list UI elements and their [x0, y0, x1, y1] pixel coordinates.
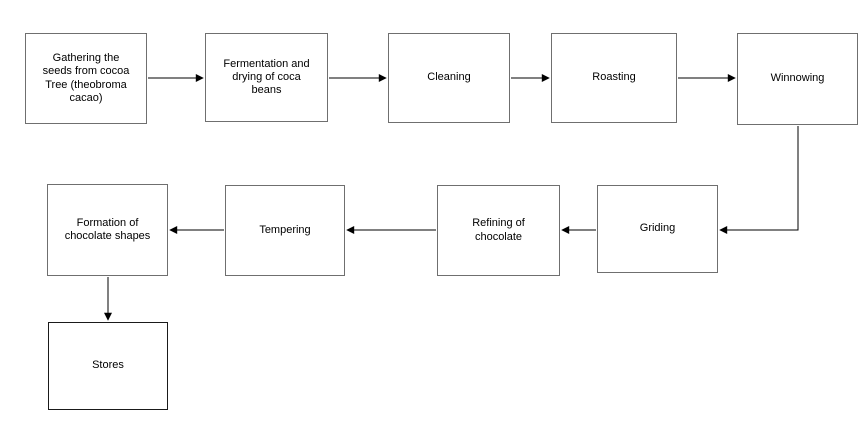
node-roasting: Roasting	[551, 33, 677, 123]
node-griding: Griding	[597, 185, 718, 273]
node-stores: Stores	[48, 322, 168, 410]
node-gathering: Gathering the seeds from cocoa Tree (the…	[25, 33, 147, 124]
node-winnowing: Winnowing	[737, 33, 858, 125]
node-refining: Refining of chocolate	[437, 185, 560, 276]
node-tempering: Tempering	[225, 185, 345, 276]
node-fermentation: Fermentation and drying of coca beans	[205, 33, 328, 122]
edge-winnowing-to-griding	[719, 126, 799, 234]
node-formation: Formation of chocolate shapes	[47, 184, 168, 276]
node-cleaning: Cleaning	[388, 33, 510, 123]
